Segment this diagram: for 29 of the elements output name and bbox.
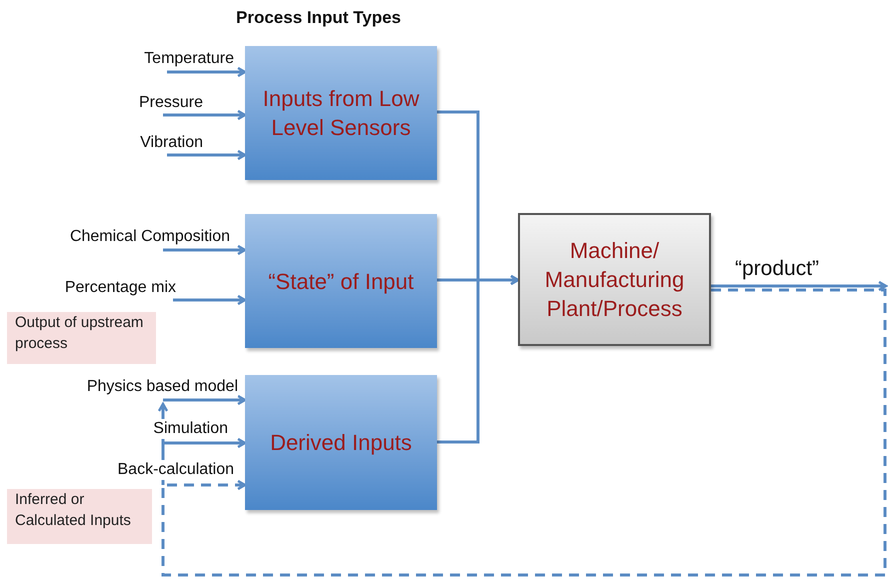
edge-label: Temperature <box>144 49 234 69</box>
arrow <box>437 274 520 444</box>
process-box <box>518 213 711 346</box>
arrow <box>163 110 246 120</box>
arrow <box>163 438 246 448</box>
feedback-arrow <box>162 288 886 576</box>
edge-label: Percentage mix <box>64 278 176 298</box>
edge-label: Physics based model <box>86 377 238 397</box>
edge-label: Chemical Composition <box>70 227 230 247</box>
node-label: Inferred or Calculated Inputs <box>15 490 132 531</box>
arrow <box>173 294 246 306</box>
input-box <box>245 375 437 510</box>
arrow <box>163 244 246 256</box>
input-box <box>245 46 437 180</box>
diagram-title: Process Input Types <box>236 7 402 29</box>
node-label: Machine/ Manufacturing Plant/Process <box>544 237 686 323</box>
arrow <box>711 280 888 292</box>
arrow <box>167 150 246 160</box>
node-label: “State” of Input <box>268 268 414 296</box>
edge-label: Back-calculation <box>118 460 234 480</box>
node-label: Output of upstream process <box>15 313 144 354</box>
input-box <box>245 214 437 348</box>
arrow <box>167 66 246 78</box>
node-label: Derived Inputs <box>270 429 412 457</box>
arrow <box>163 394 246 406</box>
note-box <box>7 312 156 364</box>
edge-label: Simulation <box>153 419 228 439</box>
note-box <box>7 489 152 544</box>
node-label: Inputs from Low Level Sensors <box>262 85 420 142</box>
